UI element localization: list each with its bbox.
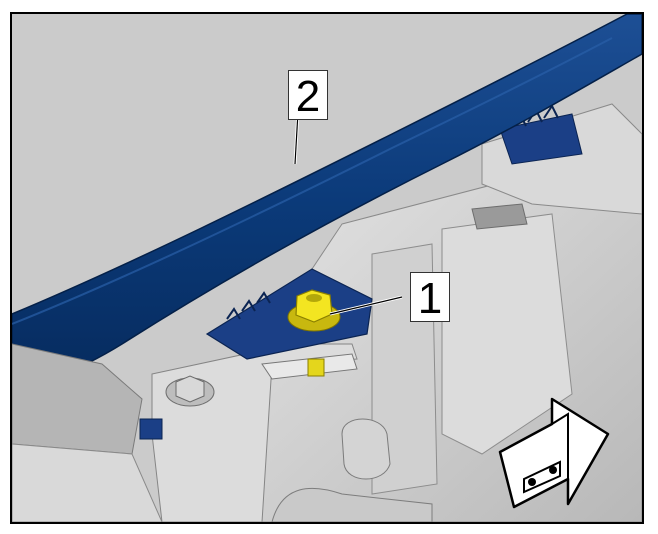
callout-label-1: 1 (410, 272, 450, 322)
bar-clip-ribs (226, 291, 271, 320)
upper-clip (499, 113, 583, 165)
housing-column (441, 213, 573, 455)
leader-line-2 (294, 111, 299, 165)
bolt-thread-end (307, 358, 325, 377)
callout-label-2: 2 (288, 70, 328, 120)
left-lower-housing (12, 443, 163, 522)
upper-right-bracket (481, 103, 642, 215)
bar-highlight (12, 37, 613, 325)
bolt-socket (306, 294, 322, 302)
left-tab (139, 418, 163, 440)
left-block (12, 343, 143, 455)
rubber-plug (341, 418, 391, 480)
diagram-frame: 2 1 (10, 12, 644, 524)
nut (175, 375, 205, 403)
view-direction-arrow-icon (498, 397, 610, 509)
housing-slot (471, 203, 528, 230)
lower-tube (271, 487, 433, 522)
cross-member-bar (12, 14, 642, 395)
leader-line-1 (329, 296, 403, 315)
